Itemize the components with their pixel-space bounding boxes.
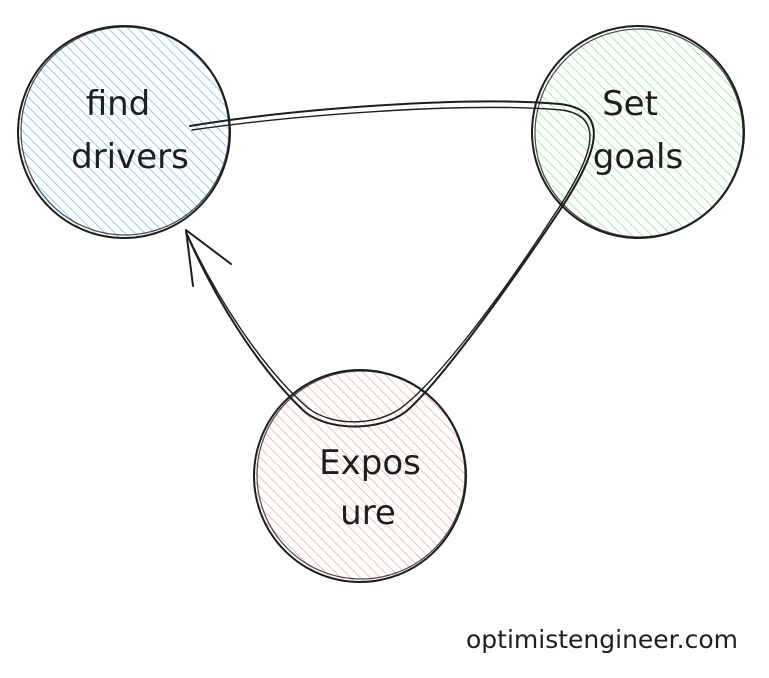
node-label-line: Expos	[319, 443, 421, 483]
node-label-line: Set	[602, 84, 658, 124]
cycle-connector	[185, 100, 595, 428]
site-credit: optimistengineer.com	[466, 625, 738, 654]
arrowhead	[185, 229, 232, 287]
node-label-line: goals	[593, 137, 683, 177]
node-label-line: drivers	[71, 137, 189, 177]
node-find-drivers: find drivers	[17, 25, 231, 239]
connector-path	[187, 106, 591, 423]
connector-path	[185, 100, 595, 428]
node-exposure: Expos ure	[253, 369, 467, 583]
node-set-goals: Set goals	[531, 25, 745, 239]
node-label-line: find	[86, 84, 151, 124]
node-label-line: ure	[340, 493, 396, 533]
